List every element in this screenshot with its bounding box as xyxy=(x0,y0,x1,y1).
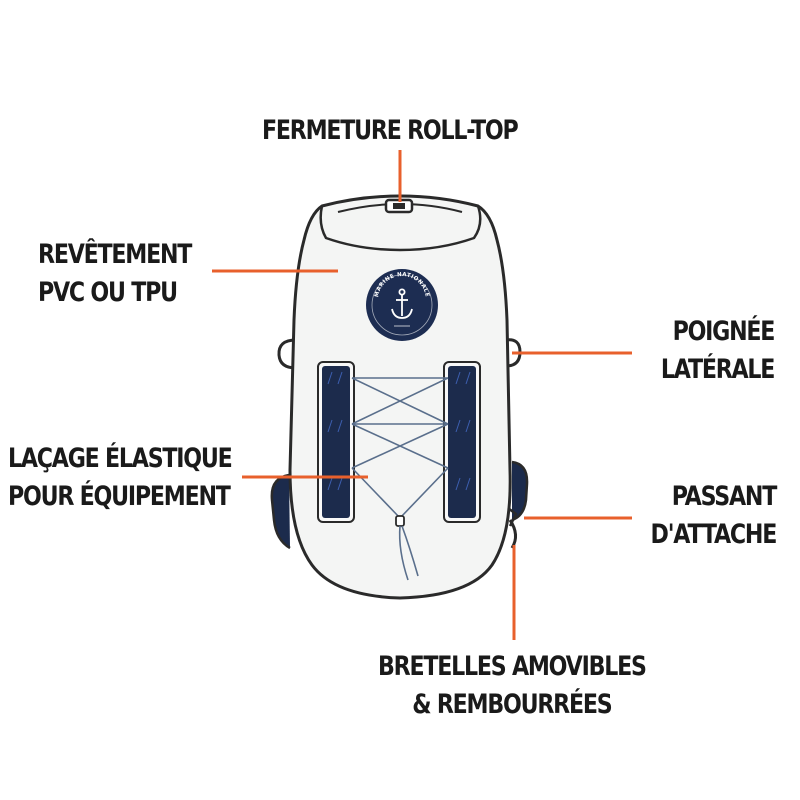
callout-bretelles-line1: BRETELLES AMOVIBLES xyxy=(378,651,647,682)
leader-lines xyxy=(212,150,632,640)
callout-passant-line2: D'ATTACHE xyxy=(650,519,777,550)
left-shoulder-strap xyxy=(270,473,291,550)
left-lacing-panel xyxy=(317,361,355,523)
callout-passant-line1: PASSANT xyxy=(671,481,778,512)
callout-revetement-line1: REVÊTEMENT xyxy=(38,239,192,270)
attachment-loop xyxy=(507,507,518,527)
callout-passant: PASSANT D'ATTACHE xyxy=(650,478,778,554)
callout-revetement: REVÊTEMENT PVC OU TPU xyxy=(38,236,192,312)
anchor-icon xyxy=(391,288,413,319)
left-handle xyxy=(277,338,297,370)
callout-bretelles: BRETELLES AMOVIBLES & REMBOURRÉES xyxy=(378,648,647,724)
callout-poignee-line2: LATÉRALE xyxy=(660,354,776,385)
callout-poignee: POIGNÉE LATÉRALE xyxy=(660,313,776,389)
marine-nationale-badge: MARINE NATIONALE xyxy=(366,269,438,341)
callout-bretelles-line2: & REMBOURRÉES xyxy=(412,689,612,720)
callout-roll-top: FERMETURE ROLL-TOP xyxy=(262,112,519,150)
right-shoulder-strap xyxy=(511,460,529,522)
roll-top-fold xyxy=(319,205,482,252)
callout-revetement-line2: PVC OU TPU xyxy=(38,277,178,308)
elastic-lacing xyxy=(351,377,449,519)
callout-roll-top-text: FERMETURE ROLL-TOP xyxy=(262,115,519,146)
right-lacing-panel xyxy=(443,361,481,523)
callout-poignee-line1: POIGNÉE xyxy=(672,316,775,347)
cord-lock xyxy=(395,515,405,527)
callout-lacage-line2: POUR ÉQUIPEMENT xyxy=(8,481,231,512)
callout-lacage: LAÇAGE ÉLASTIQUE POUR ÉQUIPEMENT xyxy=(8,440,233,516)
callout-lacage-line1: LAÇAGE ÉLASTIQUE xyxy=(8,443,233,474)
